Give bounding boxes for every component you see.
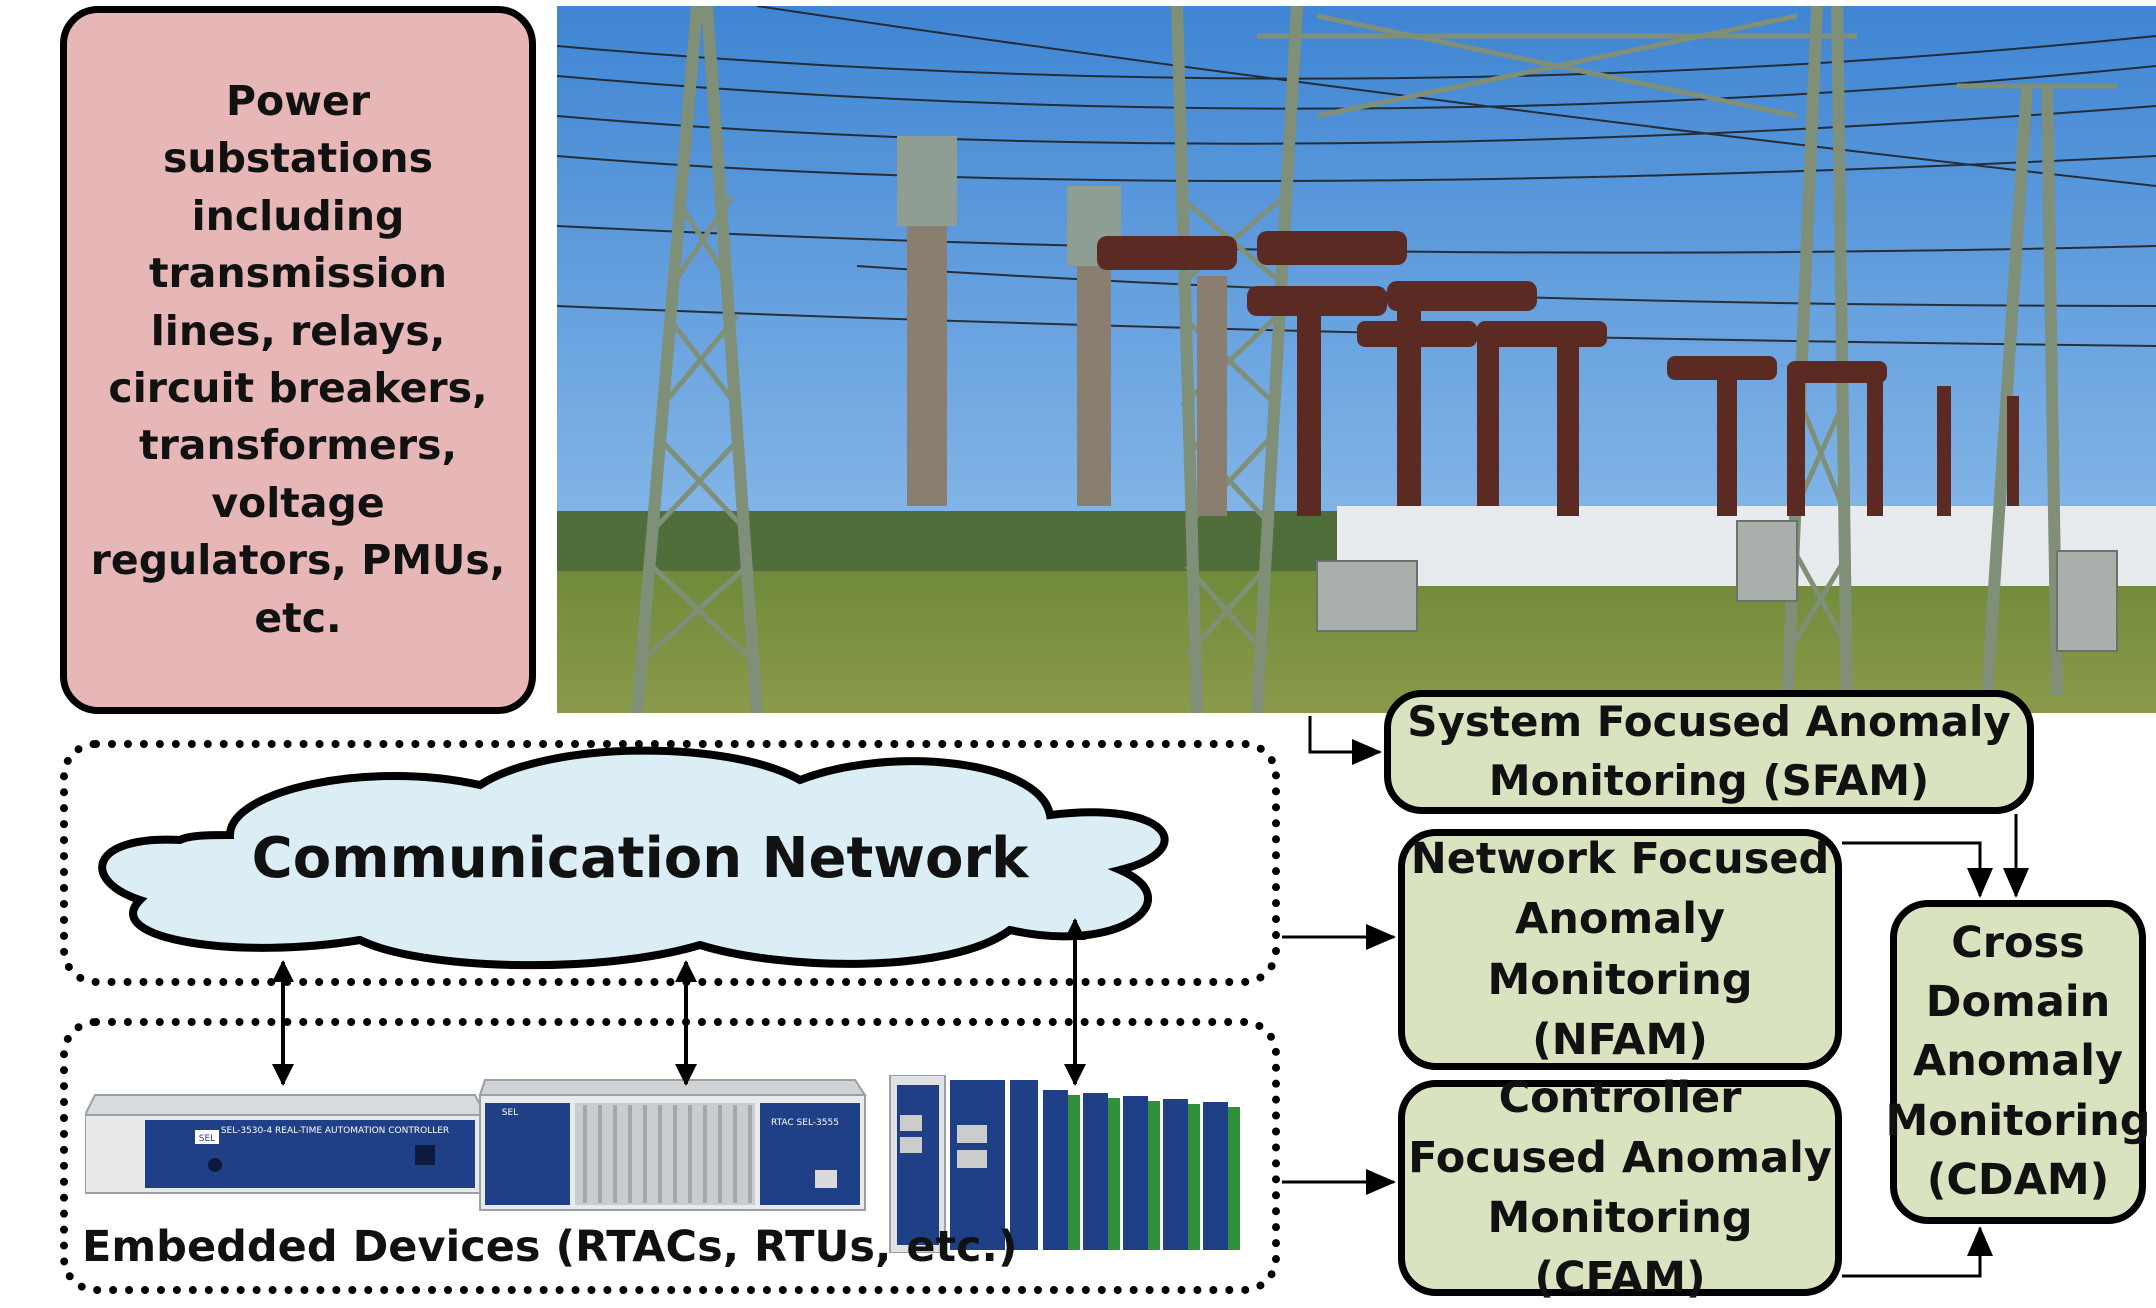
substation-description: Power substations including transmission…: [90, 77, 506, 642]
embedded-devices-image: SEL-3530-4 REAL-TIME AUTOMATION CONTROLL…: [85, 1075, 1240, 1253]
network-layer-frame: [60, 740, 1280, 986]
cfam-label: Controller Focused Anomaly Monitoring (C…: [1408, 1072, 1832, 1304]
cfam-box: Controller Focused Anomaly Monitoring (C…: [1398, 1073, 1842, 1303]
communication-network-label: Communication Network: [252, 826, 1030, 891]
communication-network-cloud: Communication Network: [98, 746, 1169, 970]
sfam-box: System Focused Anomaly Monitoring (SFAM): [1384, 690, 2034, 814]
arrow-photo-to-sfam: [1308, 716, 1382, 765]
rtu-device-icon: RTAC SEL-3555 SEL: [478, 1079, 867, 1211]
arrow-nfam-to-cdam: [1842, 841, 1993, 898]
rtac-model-label: SEL-3530-4 REAL-TIME AUTOMATION CONTROLL…: [221, 1126, 449, 1136]
modular-controller-icon: [889, 1075, 1240, 1253]
rtac-brand-label: SEL: [199, 1134, 215, 1144]
nfam-label: Network Focused Anomaly Monitoring (NFAM…: [1410, 834, 1830, 1065]
sfam-label: System Focused Anomaly Monitoring (SFAM): [1407, 697, 2011, 805]
cdam-box: Cross Domain Anomaly Monitoring (CDAM): [1885, 900, 2151, 1224]
substation-description-box: Power substations including transmission…: [60, 6, 536, 714]
arrow-cfam-to-cdam: [1842, 1226, 1993, 1278]
nfam-box: Network Focused Anomaly Monitoring (NFAM…: [1398, 829, 1842, 1070]
rtu-model-label: RTAC SEL-3555: [771, 1118, 839, 1128]
rtac-device-icon: SEL-3530-4 REAL-TIME AUTOMATION CONTROLL…: [85, 1094, 487, 1194]
embedded-devices-label: Embedded Devices (RTACs, RTUs, etc.): [82, 1222, 1018, 1272]
cdam-label: Cross Domain Anomaly Monitoring (CDAM): [1885, 917, 2151, 1205]
rtu-brand-label: SEL: [502, 1108, 518, 1118]
substation-photo: [557, 6, 2156, 713]
devices-layer-frame: [60, 1018, 1280, 1294]
